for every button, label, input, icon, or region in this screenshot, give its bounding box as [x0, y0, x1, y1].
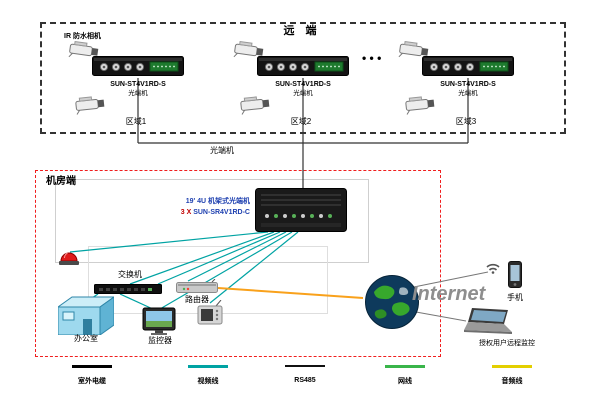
optical-transceiver-icon — [257, 56, 349, 76]
office-label: 办公室 — [74, 334, 98, 343]
video-phone-icon — [197, 300, 223, 325]
monitor-label: 监控器 — [148, 336, 172, 345]
remote-user-label: 授权用户远程监控 — [479, 340, 535, 347]
legend-label: 视频线 — [197, 378, 219, 385]
rack-qty: 3 X — [180, 209, 192, 216]
equipment-room-box — [35, 170, 441, 357]
cctv-camera-icon — [405, 96, 435, 115]
zone-group-2: SUN-ST4V1RD-S 光端机 区域2 — [231, 34, 371, 130]
legend-item-outdoor-cable: 室外电缆 — [60, 365, 124, 388]
zone-group-1: SUN-ST4V1RD-S 光端机 区域1 — [66, 34, 206, 130]
optical-transceiver-icon — [422, 56, 514, 76]
zones-ellipsis: • • • — [362, 51, 382, 65]
optical-transceiver-icon — [92, 56, 184, 76]
mobile-phone-icon — [508, 261, 522, 288]
legend-label: 网线 — [398, 378, 412, 385]
laptop-icon — [464, 308, 512, 334]
legend-swatch — [385, 365, 425, 368]
router-icon — [176, 279, 218, 293]
device-model-label: SUN-ST4V1RD-S — [110, 81, 166, 88]
device-model-label: SUN-ST4V1RD-S — [440, 81, 496, 88]
equipment-room-title: 机房端 — [46, 176, 76, 187]
legend-item-video-line: 视频线 — [176, 365, 240, 388]
remote-section-title: 远 端 — [283, 25, 321, 37]
device-model-label: SUN-ST4V1RD-S — [275, 81, 331, 88]
cctv-camera-icon — [240, 96, 270, 115]
legend-item-network-cable: 网线 — [373, 365, 437, 388]
surveillance-monitor-icon — [142, 307, 176, 335]
legend-label: RS485 — [294, 377, 316, 384]
internet-globe-icon — [365, 275, 419, 329]
zone-group-3: SUN-ST4V1RD-S 光端机 区域3 — [396, 34, 536, 130]
legend-item-audio-line: 音频线 — [480, 365, 544, 388]
alarm-siren-icon — [59, 252, 79, 265]
rack-model: SUN-SR4V1RD-C — [193, 209, 250, 216]
legend-label: 音频线 — [501, 378, 523, 385]
legend-item-rs485: RS485 — [273, 365, 337, 387]
rack-chassis-icon — [255, 188, 347, 232]
legend-swatch — [72, 365, 112, 368]
cctv-camera-icon — [233, 40, 264, 58]
ir-camera-label: IR 防水相机 — [64, 33, 101, 40]
router-label: 路由器 — [185, 295, 209, 304]
zone-label: 区域2 — [290, 117, 312, 126]
legend-label: 室外电缆 — [78, 378, 106, 385]
legend-swatch — [188, 365, 228, 368]
legend-swatch — [285, 365, 325, 367]
cctv-camera-icon — [75, 96, 105, 115]
mobile-phone-label: 手机 — [507, 293, 523, 302]
device-type-label: 光端机 — [293, 90, 313, 97]
wifi-signal-icon — [486, 263, 500, 274]
legend-swatch — [492, 365, 532, 368]
cctv-camera-icon — [398, 40, 429, 58]
zone-label: 区域3 — [455, 117, 477, 126]
zone-label: 区域1 — [125, 117, 147, 126]
rack-title-line2: 3 X SUN-SR4V1RD-C — [150, 209, 250, 216]
rack-label-block: 19' 4U 机架式光端机 3 X SUN-SR4V1RD-C — [150, 196, 250, 216]
cctv-camera-icon — [68, 40, 99, 58]
fiber-link-label: 光端机 — [210, 146, 234, 155]
device-type-label: 光端机 — [128, 90, 148, 97]
office-building-icon — [58, 296, 114, 335]
internet-label: Internet — [412, 283, 486, 305]
rack-title-line1: 19' 4U 机架式光端机 — [185, 198, 250, 205]
network-switch-icon — [94, 284, 162, 294]
switch-label: 交换机 — [118, 270, 142, 279]
device-type-label: 光端机 — [458, 90, 478, 97]
